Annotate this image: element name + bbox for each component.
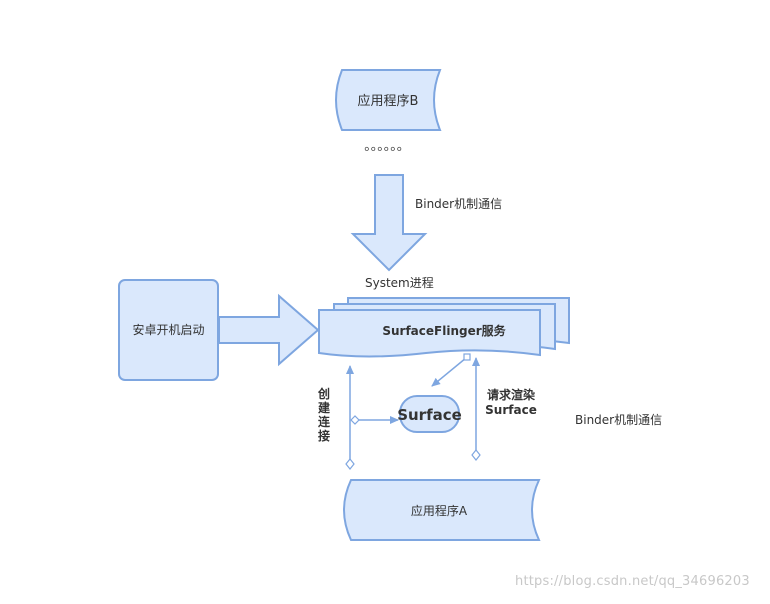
ellipsis-dots: 。。。。。。: [364, 139, 410, 154]
surface-label: Surface: [397, 406, 462, 424]
create-connection-char-1: 创: [317, 386, 330, 401]
surface-node[interactable]: [399, 395, 460, 433]
app-b-label: 应用程序B: [358, 93, 419, 109]
request-render-label-2: Surface: [485, 403, 537, 417]
binder-top-label: Binder机制通信: [415, 197, 502, 211]
binder-right-label: Binder机制通信: [575, 413, 662, 427]
sf-to-surface-arrow[interactable]: [431, 357, 467, 387]
boot-right-arrow[interactable]: [218, 293, 320, 367]
request-render-start-diamond: [471, 449, 481, 461]
surfaceflinger-label: SurfaceFlinger服务: [382, 323, 506, 338]
system-process-label: System进程: [365, 275, 434, 290]
app-b-shape[interactable]: [335, 69, 442, 131]
request-render-label-1: 请求渲染: [487, 387, 536, 402]
surfaceflinger-doc-front[interactable]: [318, 309, 541, 358]
create-connection-char-2: 建: [317, 400, 331, 415]
app-a-label: 应用程序A: [411, 503, 468, 518]
create-connection-char-3: 连: [318, 414, 331, 429]
create-connection-start-diamond: [345, 458, 355, 470]
to-surface-start-diamond: [350, 415, 360, 425]
android-boot-label: 安卓开机启动: [132, 322, 204, 337]
sf-to-surface-start-square: [463, 353, 471, 361]
app-a-shape[interactable]: [343, 479, 541, 541]
watermark: https://blog.csdn.net/qq_34696203: [515, 574, 750, 589]
create-connection-char-4: 接: [318, 428, 330, 443]
binder-down-arrow[interactable]: [350, 174, 428, 272]
